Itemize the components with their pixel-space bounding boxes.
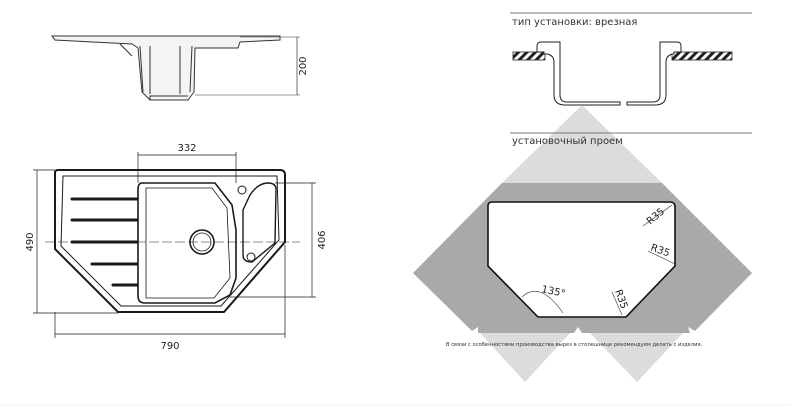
- bowl-width-dimension: 332: [177, 143, 196, 154]
- height-dimension: 200: [298, 56, 309, 75]
- cutout-note: В связи с особенностями производства выр…: [446, 342, 703, 348]
- install-type-title: тип установки: врезная: [512, 17, 637, 28]
- top-view: [33, 152, 316, 338]
- cutout-shape: [487, 201, 676, 318]
- bowl: [137, 182, 237, 304]
- install-profile: [512, 41, 733, 106]
- cutout-title: установочный проем: [512, 136, 623, 147]
- sink-outline: [54, 169, 286, 313]
- side-tray: [242, 182, 277, 263]
- total-width-dimension: 790: [160, 341, 179, 352]
- side-view: [51, 35, 300, 101]
- faucet-hole-icon: [237, 185, 247, 195]
- right-depth-dimension: 406: [317, 230, 328, 249]
- total-depth-dimension: 490: [25, 232, 36, 251]
- angle-label: 135°: [540, 284, 566, 300]
